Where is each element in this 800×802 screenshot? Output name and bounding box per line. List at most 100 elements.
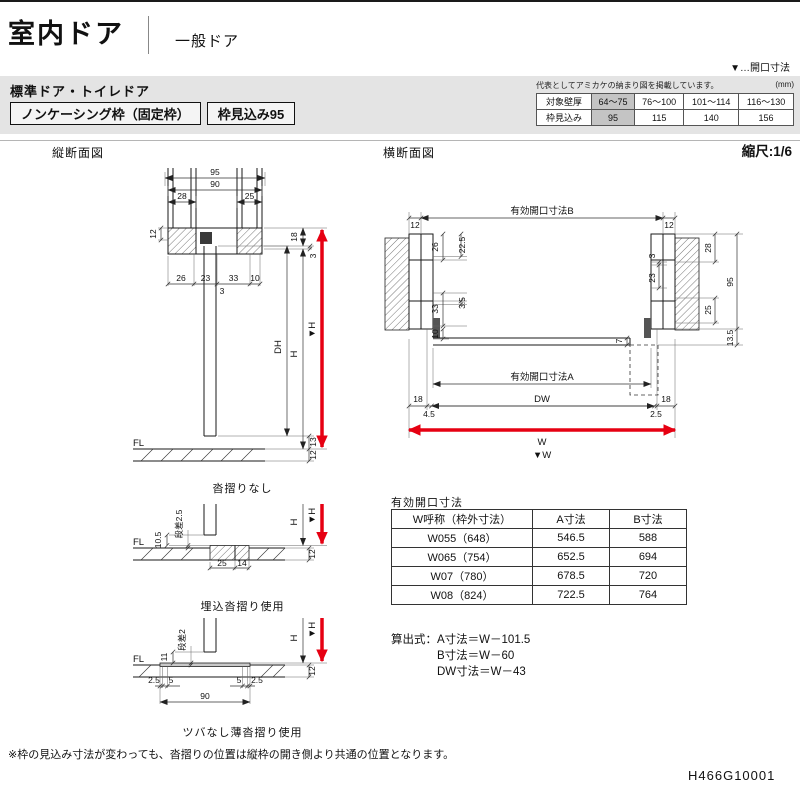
dim-11-label: 11 [159, 652, 169, 661]
left-door-stop [433, 318, 440, 338]
dim-18-label: 18 [289, 232, 299, 242]
scale-label: 縮尺:1/6 [741, 144, 792, 159]
doc-code: H466G10001 [688, 768, 776, 783]
section-divider [0, 140, 800, 141]
unit-label: (mm) [775, 80, 794, 89]
wall-row1-cell: 101～114 [683, 93, 740, 110]
dim-33-label: 33 [430, 304, 440, 314]
dim-18-label: 18 [413, 394, 423, 404]
opening-dimension-table: W呼称（枠外寸法） A寸法 B寸法 W055（648） 546.5 588 W0… [391, 509, 687, 605]
dim-95-label: 95 [725, 277, 735, 287]
head-jamb-hatch [167, 227, 197, 255]
dim-23-label: 23 [201, 273, 211, 283]
footnote: ※枠の見込み寸法が変わっても、沓摺りの位置は縦枠の開き側より共通の位置となります… [8, 749, 455, 761]
vertical-section-label: 縦断面図 [52, 146, 105, 160]
cell-b: 764 [609, 585, 687, 605]
dim-12-label: 12 [410, 220, 420, 230]
dim-12-label: 12 [148, 229, 158, 239]
embedded-threshold-drawing: FL 10.5 段差2.5 H ▼H 12 25 14 [133, 504, 328, 571]
opening-table-title: 有効開口寸法 [391, 497, 463, 509]
dim-18-label: 18 [661, 394, 671, 404]
dim-12-label: 12 [308, 450, 318, 460]
dimension-lines [158, 174, 313, 464]
hatch-note: 代表としてアミカケの納まり図を掲載しています。 [536, 81, 719, 90]
effective-opening-A-label: 有効開口寸法A [510, 371, 574, 383]
dim-25-label: 25 [217, 558, 227, 568]
opening-dimension-legend: ▼…開口寸法 [730, 63, 790, 74]
dim-W-label: W [538, 437, 547, 448]
frame-spec-row: ノンケーシング枠（固定枠） 枠見込み95 [10, 102, 296, 125]
wall-row2-cell: 95 [591, 109, 635, 126]
col-header-a: A寸法 [532, 509, 610, 529]
dim-14-label: 14 [237, 558, 247, 568]
door-panel [203, 246, 217, 437]
dim-90-label: 90 [200, 691, 210, 701]
table-header-row: W呼称（枠外寸法） A寸法 B寸法 [391, 509, 687, 529]
dim-H-label: H [289, 518, 300, 525]
col-header-b: B寸法 [609, 509, 687, 529]
dim-5-label: 5 [237, 675, 242, 685]
dim-12-label: 12 [664, 220, 674, 230]
page-title: 室内ドア [8, 19, 124, 49]
dim-opening-H-label: ▼H [307, 622, 318, 638]
floor-line [133, 545, 285, 561]
dim-3-5-label: 3.5 [457, 297, 467, 309]
frame-depth-box: 枠見込み95 [206, 102, 296, 125]
dim-3-label: 3 [647, 253, 657, 258]
cell-a: 678.5 [532, 566, 610, 586]
vertical-section-drawing: 95 90 28 25 12 26 23 33 10 3 18 3 DH H ▼… [133, 167, 328, 464]
door-category: 一般ドア [175, 33, 240, 50]
wall-row2-cell: 156 [738, 109, 794, 126]
wall-row2-cell: 115 [633, 109, 685, 126]
floor-level-label: FL [133, 537, 144, 548]
dim-12-label: 12 [307, 549, 317, 559]
extension-lines [159, 646, 327, 704]
caption-thin-threshold: ツバなし薄沓摺り使用 [182, 727, 303, 739]
dim-33-label: 33 [229, 273, 239, 283]
wall-row1-label: 対象壁厚 [536, 93, 592, 110]
dim-5-label: 5 [169, 675, 174, 685]
cell-w: W065（754） [391, 547, 533, 567]
wall-row1-cell: 64～75 [591, 93, 635, 110]
thin-threshold-drawing: FL 11 段差2 H ▼H 12 2.5 5 5 2.5 90 [133, 618, 328, 706]
floor-line [133, 664, 285, 678]
cell-a: 546.5 [532, 528, 610, 548]
extension-lines [169, 530, 327, 570]
dim-2-5-label: 2.5 [148, 675, 160, 685]
caption-embedded-threshold: 埋込沓摺り使用 [200, 601, 285, 613]
floor-line [133, 448, 265, 462]
cell-b: 694 [609, 547, 687, 567]
dim-7-label: 7 [614, 338, 624, 343]
door-panel [433, 337, 631, 346]
title-divider [148, 16, 149, 54]
dim-28-label: 28 [177, 191, 187, 201]
dim-2-5-label: 2.5 [251, 675, 263, 685]
dim-10-5-label: 10.5 [153, 531, 163, 548]
table-row: 対象壁厚 64～75 76～100 101～114 116～130 [536, 93, 794, 110]
cell-a: 722.5 [532, 585, 610, 605]
right-wall-hatch [674, 237, 700, 331]
dim-3-label: 3 [220, 286, 225, 296]
frame-structure [133, 618, 286, 678]
dim-90-label: 90 [210, 179, 220, 189]
wall-row2-cell: 140 [683, 109, 740, 126]
wall-row1-cell: 116～130 [738, 93, 794, 110]
formula-dw: DW寸法＝W－43 [437, 666, 526, 678]
dim-step-2-5-label: 段差2.5 [174, 509, 184, 538]
dim-H-label: H [289, 350, 300, 357]
dimension-lines [155, 618, 312, 706]
frame-structure [133, 168, 265, 462]
formula-label: 算出式： [391, 634, 437, 646]
table-row: W08（824） 722.5 764 [391, 585, 687, 605]
wall-table-area: 代表としてアミカケの納まり図を掲載しています。 (mm) 対象壁厚 64～75 … [536, 80, 794, 126]
dim-25-label: 25 [245, 191, 255, 201]
dim-12-label: 12 [307, 666, 317, 676]
dim-13-label: 13 [308, 437, 318, 447]
left-wall-hatch [384, 237, 410, 331]
wall-row1-cell: 76～100 [633, 93, 685, 110]
dim-3-label: 3 [308, 253, 318, 258]
dim-25-label: 25 [703, 305, 713, 315]
dim-13-5-label: 13.5 [725, 329, 735, 346]
table-row: W055（648） 546.5 588 [391, 528, 687, 548]
floor-level-label: FL [133, 438, 144, 449]
